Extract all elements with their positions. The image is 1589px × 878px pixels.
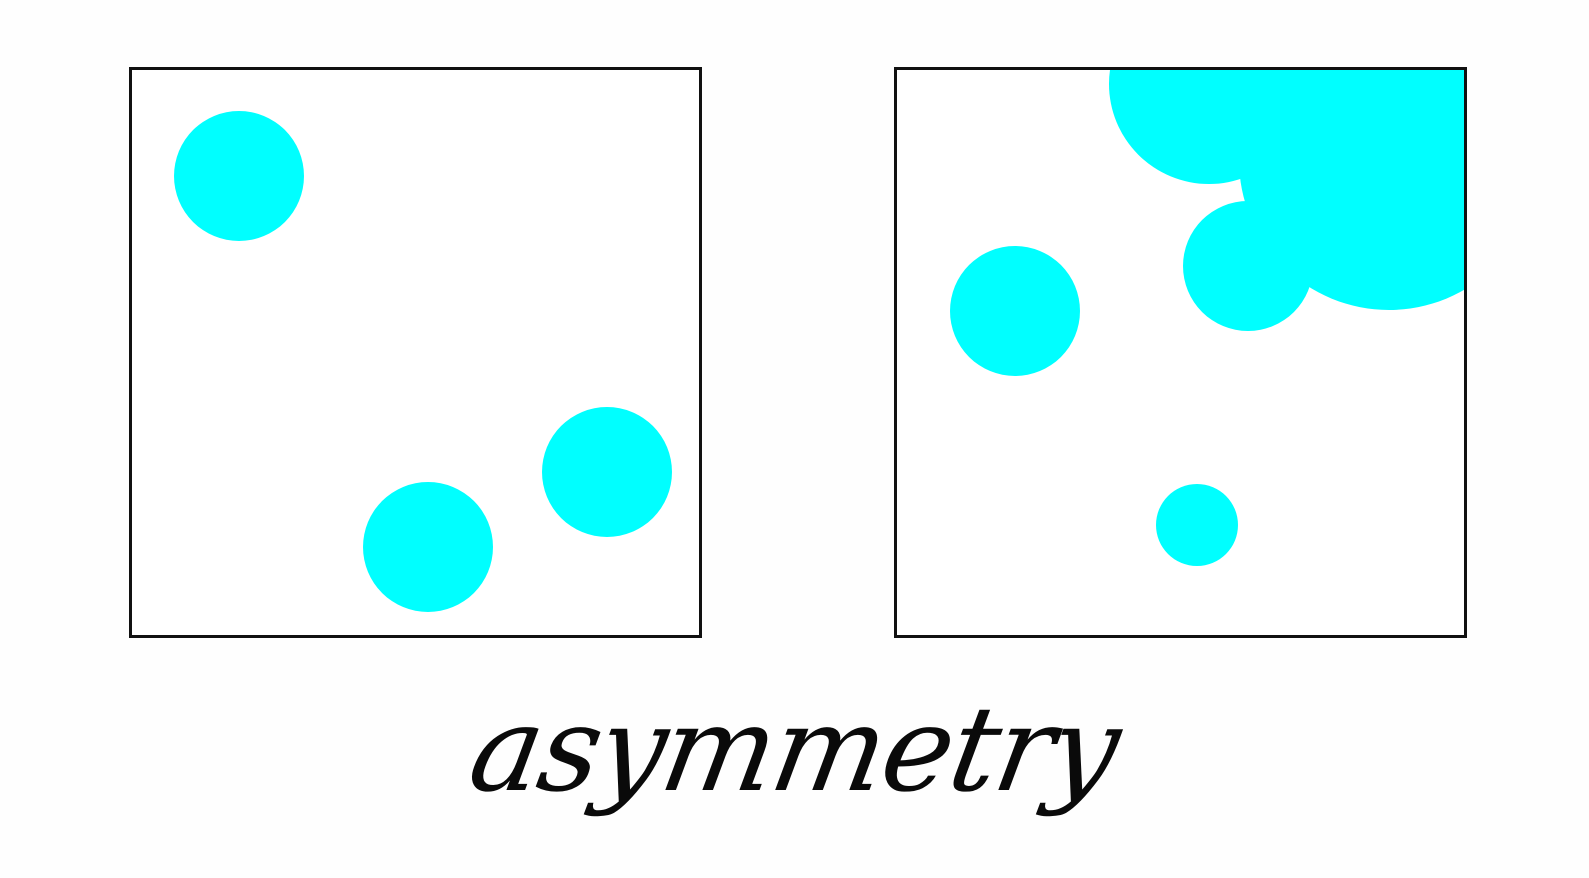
- circle-bottom-middle: [363, 482, 493, 612]
- circle-bottom-right: [542, 407, 672, 537]
- circle-small-bottom: [1156, 484, 1238, 566]
- circle-top-left: [174, 111, 304, 241]
- circle-middle-left: [950, 246, 1080, 376]
- blob-lower-circle: [1183, 201, 1313, 331]
- left-panel-canvas: [174, 111, 672, 612]
- right-panel: [894, 67, 1467, 638]
- caption-title: asymmetry: [460, 680, 1129, 818]
- blob-upper-circle: [1109, 70, 1309, 184]
- right-panel-canvas: [950, 70, 1464, 566]
- left-panel: [129, 67, 702, 638]
